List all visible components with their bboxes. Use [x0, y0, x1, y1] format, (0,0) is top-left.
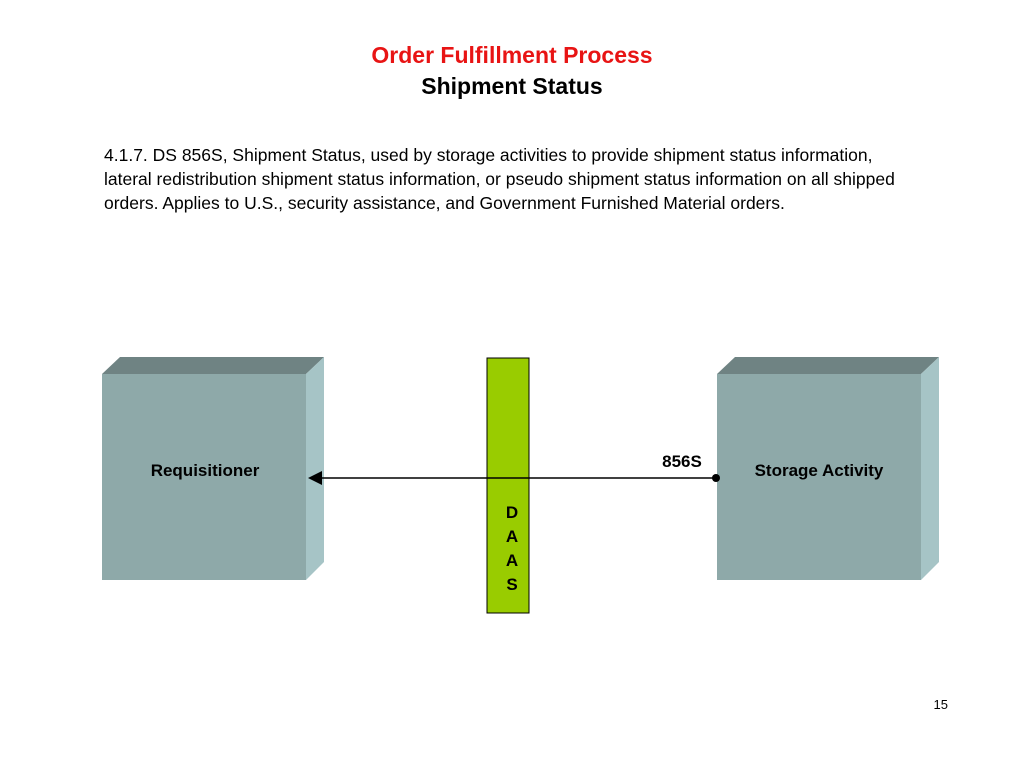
daas-letter-2: A	[506, 527, 518, 546]
daas-letter-1: D	[506, 503, 518, 522]
storage-activity-label: Storage Activity	[755, 461, 884, 480]
body-paragraph: 4.1.7. DS 856S, Shipment Status, used by…	[104, 145, 895, 213]
requisitioner-box-front	[102, 374, 306, 580]
requisitioner-label: Requisitioner	[151, 461, 260, 480]
connector-856s: 856S	[308, 452, 720, 485]
daas-bar: D A A S	[486, 357, 530, 614]
storage-activity-box-top	[717, 357, 939, 374]
page-number: 15	[933, 697, 948, 712]
storage-activity-box: Storage Activity	[717, 357, 939, 580]
connector-label: 856S	[662, 452, 702, 471]
title-sub: Shipment Status	[421, 73, 603, 99]
title-main: Order Fulfillment Process	[371, 42, 653, 68]
storage-activity-box-side	[921, 357, 939, 580]
daas-bar-rect	[486, 357, 530, 614]
connector-origin-dot	[712, 474, 720, 482]
requisitioner-box: Requisitioner	[102, 357, 324, 580]
slide-title: Order Fulfillment Process Shipment Statu…	[0, 40, 1024, 102]
arrowhead-left	[308, 471, 322, 485]
requisitioner-box-top	[102, 357, 324, 374]
requisitioner-box-side	[306, 357, 324, 580]
daas-letter-3: A	[506, 551, 518, 570]
daas-letter-4: S	[506, 575, 517, 594]
storage-activity-box-front	[717, 374, 921, 580]
